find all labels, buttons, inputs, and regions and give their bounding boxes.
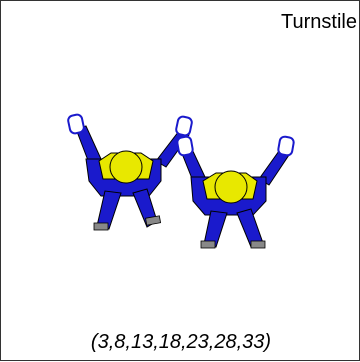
left-hand bbox=[176, 135, 194, 157]
right-hand bbox=[175, 115, 193, 137]
right-hand bbox=[277, 135, 295, 157]
formation-caption: (3,8,13,18,23,28,33) bbox=[90, 331, 272, 353]
left-leg bbox=[203, 210, 228, 248]
helmet bbox=[214, 170, 248, 204]
left-hand bbox=[67, 113, 85, 135]
right-boot bbox=[145, 215, 162, 226]
left-leg bbox=[96, 190, 122, 230]
jumper-right bbox=[176, 135, 295, 249]
right-boot bbox=[250, 240, 266, 249]
helmet bbox=[109, 150, 143, 184]
left-boot bbox=[200, 240, 216, 249]
left-boot bbox=[93, 222, 109, 231]
formation-title: Turnstile bbox=[281, 11, 357, 33]
jumper-left bbox=[67, 113, 193, 231]
